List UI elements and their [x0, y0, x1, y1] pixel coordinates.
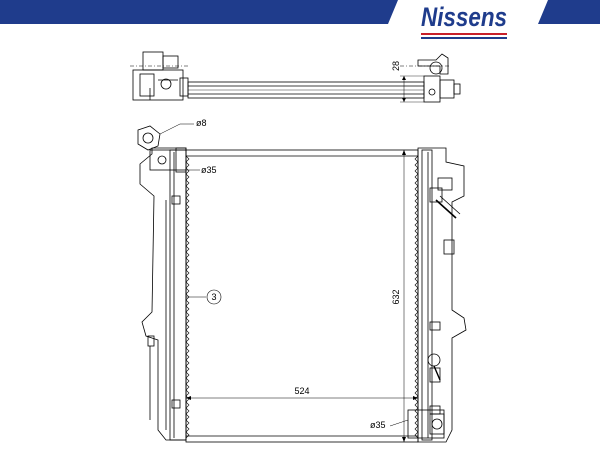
bottom-right-outlet — [407, 409, 445, 439]
header-band-left — [0, 0, 398, 24]
logo-underline-blue — [421, 37, 507, 39]
right-upper-fitting — [429, 187, 461, 219]
front-view — [137, 123, 467, 443]
callout-circle — [206, 289, 222, 305]
dim-bottom-pipe: ø35 — [370, 420, 386, 430]
dimension-lines — [159, 123, 418, 442]
top-view-left-tank — [130, 51, 190, 101]
dim-tank-height: 28 — [391, 61, 401, 71]
core-right-edge — [414, 155, 419, 439]
header-band — [0, 0, 600, 24]
top-view-core — [187, 81, 425, 99]
dim-core-height: 632 — [391, 289, 401, 304]
dim-28-lines — [400, 75, 424, 103]
left-tank — [139, 147, 187, 441]
right-lower-fitting — [427, 353, 441, 383]
dim-small-outlet: ø8 — [196, 118, 207, 128]
logo-underline-red — [421, 33, 507, 35]
dim-top-pipe: ø35 — [201, 165, 217, 175]
nissens-logo: Nissens — [421, 2, 507, 39]
top-view — [130, 51, 461, 103]
dim-core-width: 524 — [294, 386, 309, 396]
top-left-outlet — [137, 125, 187, 173]
callout-core-thickness: 3 — [211, 292, 216, 302]
top-view-right-tank — [400, 53, 461, 103]
logo-text: Nissens — [421, 2, 507, 32]
header-band-right — [538, 0, 600, 24]
